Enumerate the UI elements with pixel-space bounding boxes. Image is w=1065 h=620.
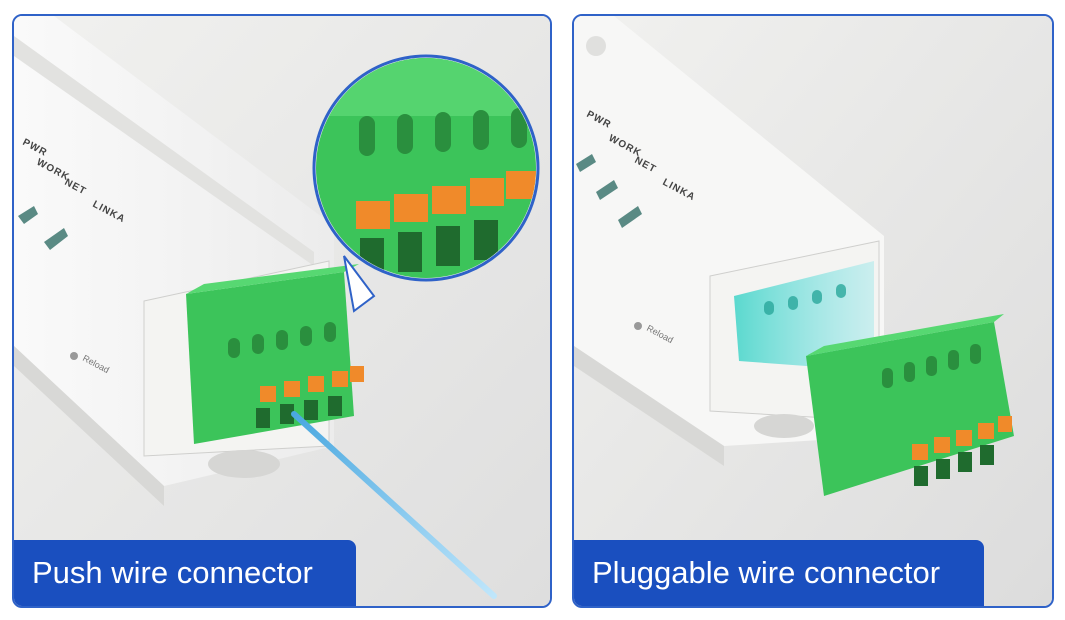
orange-levers <box>912 416 1012 460</box>
reload-button <box>70 352 78 360</box>
pluggable-wire-connector-photo: PWR WORK NET LINKA Reload <box>574 16 1052 606</box>
zoom-detail-bubble <box>312 54 540 313</box>
terminal-block <box>186 264 364 444</box>
pluggable-terminal-block <box>806 314 1014 496</box>
orange-levers <box>260 366 364 402</box>
blue-wire <box>291 411 497 599</box>
led-light <box>18 206 38 224</box>
push-wire-connector-caption: Push wire connector <box>14 540 356 606</box>
push-wire-connector-panel: PWR WORK NET LINKA Reload <box>12 14 552 608</box>
led-light <box>596 180 618 200</box>
pluggable-wire-connector-panel: PWR WORK NET LINKA Reload <box>572 14 1054 608</box>
pluggable-wire-connector-caption: Pluggable wire connector <box>574 540 984 606</box>
led-light <box>618 206 642 228</box>
led-light <box>44 228 68 250</box>
push-wire-connector-photo: PWR WORK NET LINKA Reload <box>14 16 550 606</box>
led-light <box>576 154 596 172</box>
reload-button <box>634 322 642 330</box>
